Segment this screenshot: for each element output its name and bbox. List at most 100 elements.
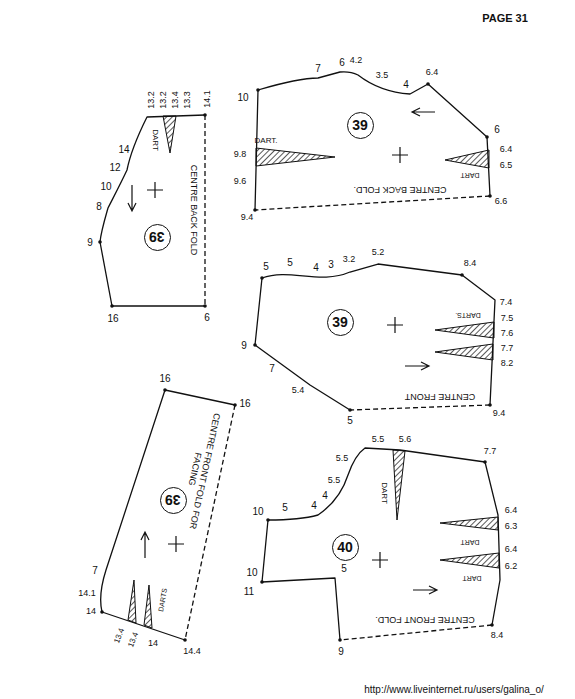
piece-number-circle: 39 [327,309,354,336]
measurement: 13.2 [147,91,157,109]
measurement: 9 [87,237,93,248]
measurement: 7 [315,63,321,74]
measurement: 6.2 [505,562,518,572]
measurement: 7.7 [484,447,497,457]
pattern-note: CENTRE BACK FOLD [188,165,198,256]
measurement: 16 [159,373,170,384]
measurement: 5 [347,415,353,426]
piece-number: 39 [352,118,368,132]
measurement: 13.3 [183,91,193,109]
measurement: 4 [322,490,328,501]
measurement: 5.5 [328,476,341,486]
source-url: http://www.liveinternet.ru/users/galina_… [364,684,544,695]
measurement: 6 [494,124,500,135]
pattern-note: DART [463,574,482,582]
measurement: 3.5 [376,71,389,81]
measurement: 5 [263,261,269,272]
measurement: 14.1 [203,90,213,108]
measurement: 5.6 [399,435,412,445]
measurement: 6.4 [500,145,513,155]
measurement: 5 [282,502,288,513]
fold-line [350,405,490,410]
measurement: 13.4 [171,91,181,109]
measurement: 4 [313,262,319,273]
piece-number: 39 [165,493,181,507]
piece-number-circle: 40 [332,534,359,561]
measurement: 9.6 [234,177,247,187]
measurement: 8 [96,201,102,212]
measurement: 7.6 [501,329,514,339]
measurement: 13.4 [113,627,127,645]
grain-arrows [128,108,437,594]
pattern-outline [262,448,500,640]
piece-number: 40 [337,540,353,554]
measurement: 14 [118,144,129,155]
measurement: 6.4 [505,545,518,555]
pattern-outline [101,390,235,640]
pattern-note: CENTRE FRONT [405,391,476,401]
measurement: 3 [328,259,334,270]
measurement: 5.2 [372,248,385,258]
measurement: 6.6 [495,197,508,207]
measurement: 6.4 [505,506,518,516]
measurement: 5.5 [372,435,385,445]
piece-number: 39 [149,230,165,244]
measurement: 8.4 [491,631,504,641]
measurement: 5.4 [292,386,305,396]
pattern-outline [255,72,490,210]
measurement: 10 [246,567,257,578]
measurement: 5.5 [336,454,349,464]
measurement: 6 [339,57,345,68]
measurement: 4.2 [350,56,363,66]
pattern-note: CENTRE FRONT FOLD. [375,614,474,624]
measurement: 8.4 [464,259,477,269]
measurement: 6.3 [505,522,518,532]
fold-line [255,196,490,210]
pattern-note: DART [151,129,160,151]
measurement: 6.4 [426,68,439,78]
measurement: 5 [341,563,347,574]
measurement: 14.4 [183,647,201,657]
measurement: 13.2 [159,91,169,109]
measurement: 14.1 [78,589,96,599]
pattern-note: DART [461,171,480,179]
measurement: 8.2 [501,359,514,369]
measurement: 9 [241,340,247,351]
measurement: 10 [252,506,263,517]
pattern-note: DART [380,482,389,504]
measurement: 3.2 [343,255,356,265]
measurement: 11 [244,586,254,597]
pattern-outline [100,115,205,306]
measurement: 4 [403,79,409,90]
measurement: 6.5 [500,161,513,171]
measurement: 16 [107,313,118,324]
measurement: 12 [109,162,120,173]
measurement: 14 [148,639,158,649]
measurement: 10 [100,181,111,192]
pattern-note: DART. [255,137,278,146]
pattern-note: DART [461,538,480,546]
measurement: 13.4 [127,631,141,649]
measurement: 7.5 [501,314,514,324]
pattern-note: DARTS. [455,311,481,319]
balance-crosses [147,147,408,568]
measurement: 7.7 [501,344,514,354]
page-number: PAGE 31 [482,12,528,24]
measurement: 5 [287,257,293,268]
pattern-note: DARTS [157,588,169,613]
fold-line [204,115,205,306]
measurement: 9.4 [241,213,254,223]
pattern-outline [255,264,495,410]
measurement: 9 [338,646,344,657]
corner-dots [98,82,494,642]
piece-number-circle: 39 [144,224,171,251]
measurement: 7 [92,565,98,576]
measurement: 6 [204,312,210,323]
measurement: 10 [237,92,248,103]
fold-line [340,625,492,640]
measurement: 9.8 [234,150,247,160]
dart-shapes [128,116,499,628]
measurement: 7.4 [500,298,513,308]
pattern-note: CENTRE FRONT FOLD FOR FACING [176,404,222,535]
